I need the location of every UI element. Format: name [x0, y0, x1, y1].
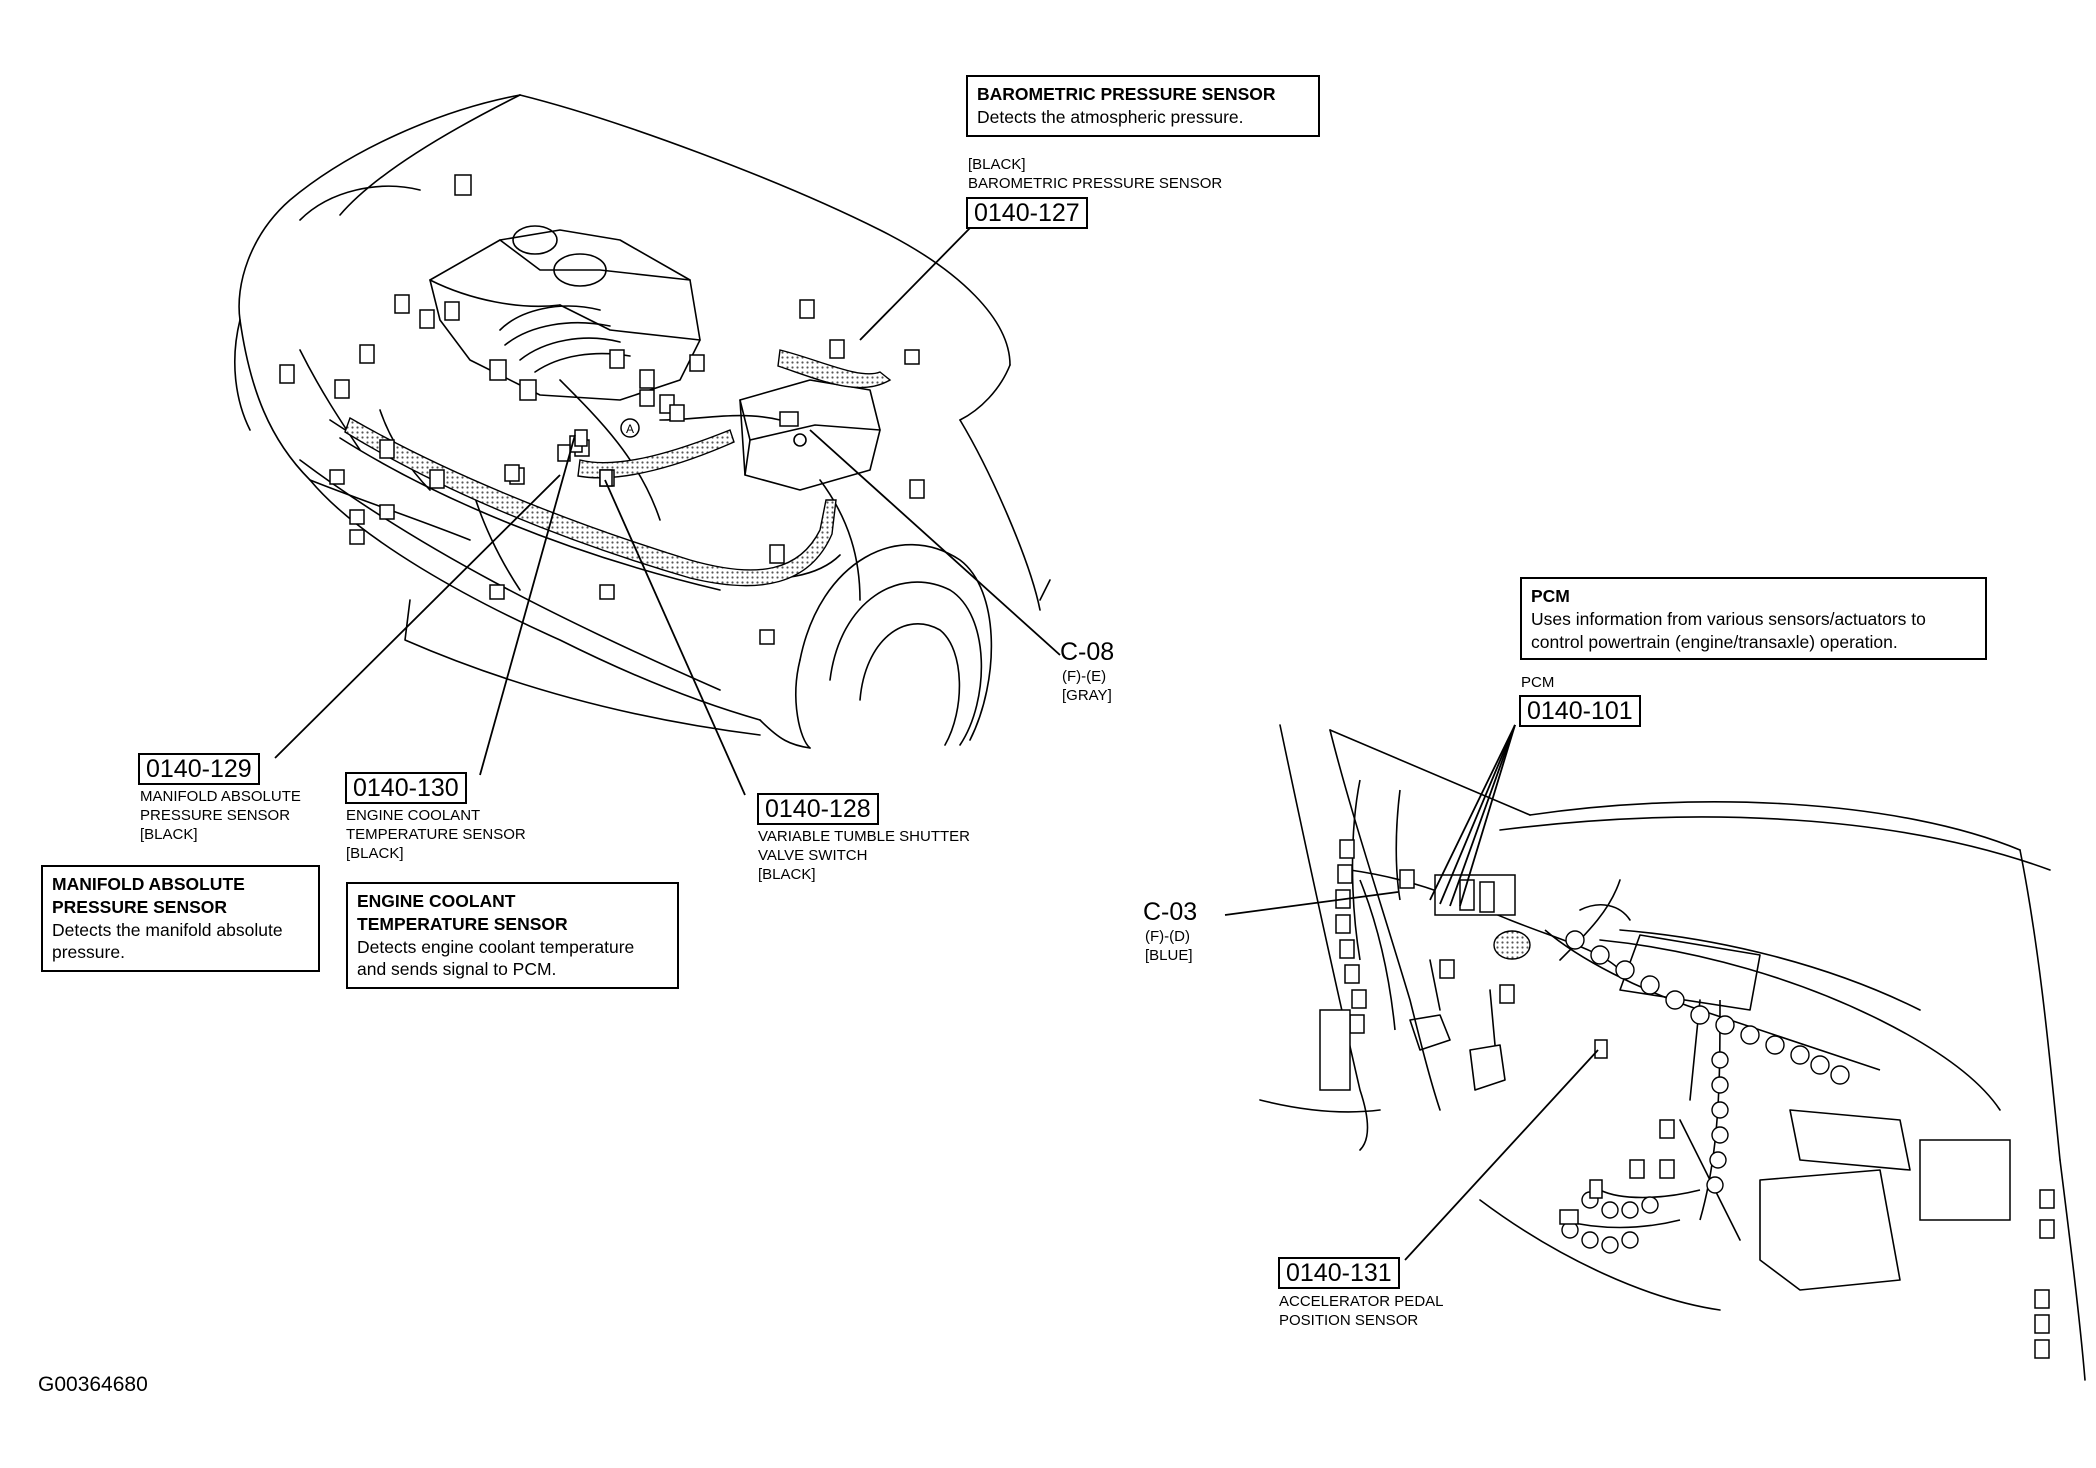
c03-pins: (F)-(D)	[1145, 928, 1190, 945]
barometric-name-label: BAROMETRIC PRESSURE SENSOR	[968, 175, 1223, 192]
map-sensor-color: [BLACK]	[140, 826, 198, 843]
vts-switch-name-line1: VARIABLE TUMBLE SHUTTER	[758, 828, 970, 845]
ect-sensor-code: 0140-130	[345, 772, 467, 804]
pcm-name-label: PCM	[1521, 674, 1555, 691]
barometric-box-title: BAROMETRIC PRESSURE SENSOR	[977, 84, 1276, 104]
cabin-illustration	[1259, 724, 2086, 1381]
pcm-box-title: PCM	[1531, 586, 1570, 606]
vts-switch-code: 0140-128	[757, 793, 879, 825]
ect-box-title-line2: TEMPERATURE SENSOR	[357, 913, 568, 934]
barometric-sensor-description-box: BAROMETRIC PRESSURE SENSOR Detects the a…	[966, 75, 1320, 137]
ect-sensor-color: [BLACK]	[346, 845, 404, 862]
barometric-code: 0140-127	[966, 197, 1088, 229]
ect-sensor-name-line2: TEMPERATURE SENSOR	[346, 826, 526, 843]
cabin-connectors	[1319, 839, 2055, 1359]
ect-box-desc-line2: and sends signal to PCM.	[357, 959, 557, 980]
figure-id: G00364680	[38, 1373, 148, 1396]
c08-color: [GRAY]	[1062, 687, 1112, 704]
c08-label: C-08	[1060, 638, 1115, 666]
map-box-title-line2: PRESSURE SENSOR	[52, 896, 228, 917]
pcm-code: 0140-101	[1519, 695, 1641, 727]
pcm-description-box: PCM Uses information from various sensor…	[1520, 577, 1987, 660]
c03-label: C-03	[1143, 898, 1198, 926]
engine-leader-lines	[274, 227, 1061, 796]
map-box-desc-line2: pressure.	[52, 942, 125, 963]
marker-a-label: A	[626, 422, 634, 436]
engine-connectors	[279, 174, 925, 645]
ect-sensor-description-box: ENGINE COOLANT TEMPERATURE SENSOR Detect…	[346, 882, 679, 989]
ect-sensor-name-line1: ENGINE COOLANT	[346, 807, 481, 824]
marker-a: A	[620, 418, 640, 438]
ect-box-desc-line1: Detects engine coolant temperature	[357, 936, 635, 957]
app-sensor-name-line2: POSITION SENSOR	[1279, 1312, 1419, 1329]
map-box-title-line1: MANIFOLD ABSOLUTE	[52, 874, 245, 894]
map-box-desc-line1: Detects the manifold absolute	[52, 919, 283, 940]
app-sensor-code: 0140-131	[1278, 1257, 1400, 1289]
ect-box-title-line1: ENGINE COOLANT	[357, 891, 516, 911]
pcm-box-desc-line2: control powertrain (engine/transaxle) op…	[1531, 631, 1898, 652]
cabin-leader-lines	[1224, 724, 1599, 1261]
app-sensor-name-line1: ACCELERATOR PEDAL	[1279, 1293, 1444, 1310]
vts-switch-color: [BLACK]	[758, 866, 816, 883]
barometric-color-label: [BLACK]	[968, 156, 1026, 173]
map-sensor-description-box: MANIFOLD ABSOLUTE PRESSURE SENSOR Detect…	[41, 865, 320, 972]
c03-color: [BLUE]	[1145, 947, 1193, 964]
vts-switch-name-line2: VALVE SWITCH	[758, 847, 868, 864]
cabin-harness-beads	[1493, 930, 1850, 1254]
engine-bay-illustration	[234, 94, 1051, 749]
barometric-box-description: Detects the atmospheric pressure.	[977, 106, 1244, 127]
pcm-box-desc-line1: Uses information from various sensors/ac…	[1531, 608, 1926, 629]
map-sensor-name-line1: MANIFOLD ABSOLUTE	[140, 788, 301, 805]
c08-pins: (F)-(E)	[1062, 668, 1107, 685]
map-sensor-code: 0140-129	[138, 753, 260, 785]
map-sensor-name-line2: PRESSURE SENSOR	[140, 807, 291, 824]
engine-harness	[344, 349, 892, 587]
